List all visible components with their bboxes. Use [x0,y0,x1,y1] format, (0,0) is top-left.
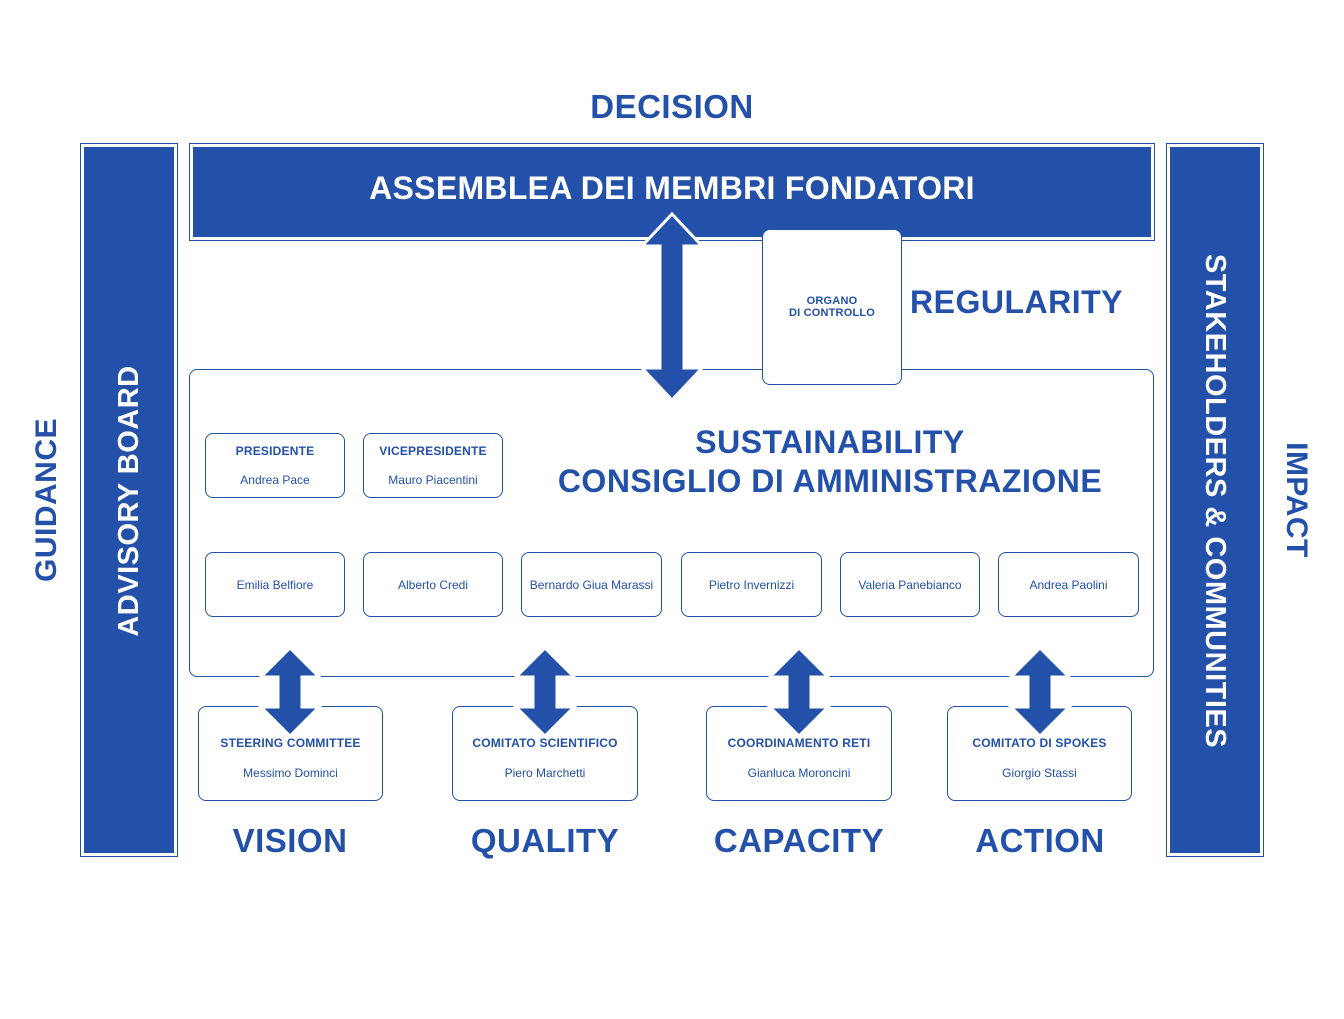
committee-name: Giorgio Stassi [1002,765,1077,780]
committee-role: COORDINAMENTO RETI [727,735,871,750]
scientific-double-arrow [512,645,578,739]
board-member-name: Valeria Panebianco [858,577,962,592]
regularity-label: REGULARITY [910,284,1123,320]
stakeholders-label: STAKEHOLDERS & COMMUNITIES [1199,253,1231,749]
president-card: PRESIDENTE Andrea Pace [205,433,345,498]
board-member-card: Andrea Paolini [998,552,1139,617]
impact-label: IMPACT [1280,442,1313,558]
board-member-card: Bernardo Giua Marassi [521,552,662,617]
advisory-board-label: ADVISORY BOARD [113,365,145,637]
board-member-name: Pietro Invernizzi [708,577,795,592]
board-member-name: Emilia Belfiore [236,577,314,592]
committee-role: COMITATO DI SPOKES [972,735,1107,750]
board-member-card: Alberto Credi [363,552,503,617]
committee-role: COMITATO SCIENTIFICO [472,735,618,750]
committee-card-steering: STEERING COMMITTEE Messimo Dominci [198,706,383,801]
assembly-title: ASSEMBLEA DEI MEMBRI FONDATORI [369,170,975,206]
president-name: Andrea Pace [240,473,310,487]
committee-name: Gianluca Moroncini [747,765,851,780]
board-member-name: Bernardo Giua Marassi [529,577,654,592]
vision-label: VISION [232,822,348,859]
steering-double-arrow [257,645,323,739]
committee-name: Messimo Dominci [243,765,338,780]
control-body-line1: ORGANO [806,295,858,307]
board-member-name: Alberto Credi [397,577,469,592]
vice-president-name: Mauro Piacentini [388,473,478,487]
decision-label: DECISION [590,88,754,125]
control-body-card: ORGANO DI CONTROLLO [762,229,902,385]
board-member-name: Andrea Paolini [1029,577,1108,592]
committee-name: Piero Marchetti [504,765,586,780]
board-member-card: Pietro Invernizzi [681,552,822,617]
advisory-board-bar [84,147,174,853]
action-label: ACTION [975,822,1105,859]
spokes-double-arrow [1007,645,1073,739]
networks-double-arrow [766,645,832,739]
vice-president-role: VICEPRESIDENTE [379,444,487,458]
assembly-board-double-arrow [638,211,706,403]
board-title-line2: CONSIGLIO DI AMMINISTRAZIONE [557,463,1103,499]
board-member-card: Valeria Panebianco [840,552,980,617]
vice-president-card: VICEPRESIDENTE Mauro Piacentini [363,433,503,498]
guidance-label: GUIDANCE [30,418,63,583]
president-role: PRESIDENTE [235,444,315,458]
quality-label: QUALITY [470,822,620,859]
board-title-line1: SUSTAINABILITY [695,424,965,460]
board-frame [189,369,1154,677]
board-member-card: Emilia Belfiore [205,552,345,617]
control-body-line2: DI CONTROLLO [788,307,876,319]
stakeholders-frame [1166,143,1264,857]
capacity-label: CAPACITY [713,822,885,859]
stakeholders-bar [1170,147,1260,853]
advisory-board-frame [80,143,178,857]
committee-role: STEERING COMMITTEE [220,735,361,750]
